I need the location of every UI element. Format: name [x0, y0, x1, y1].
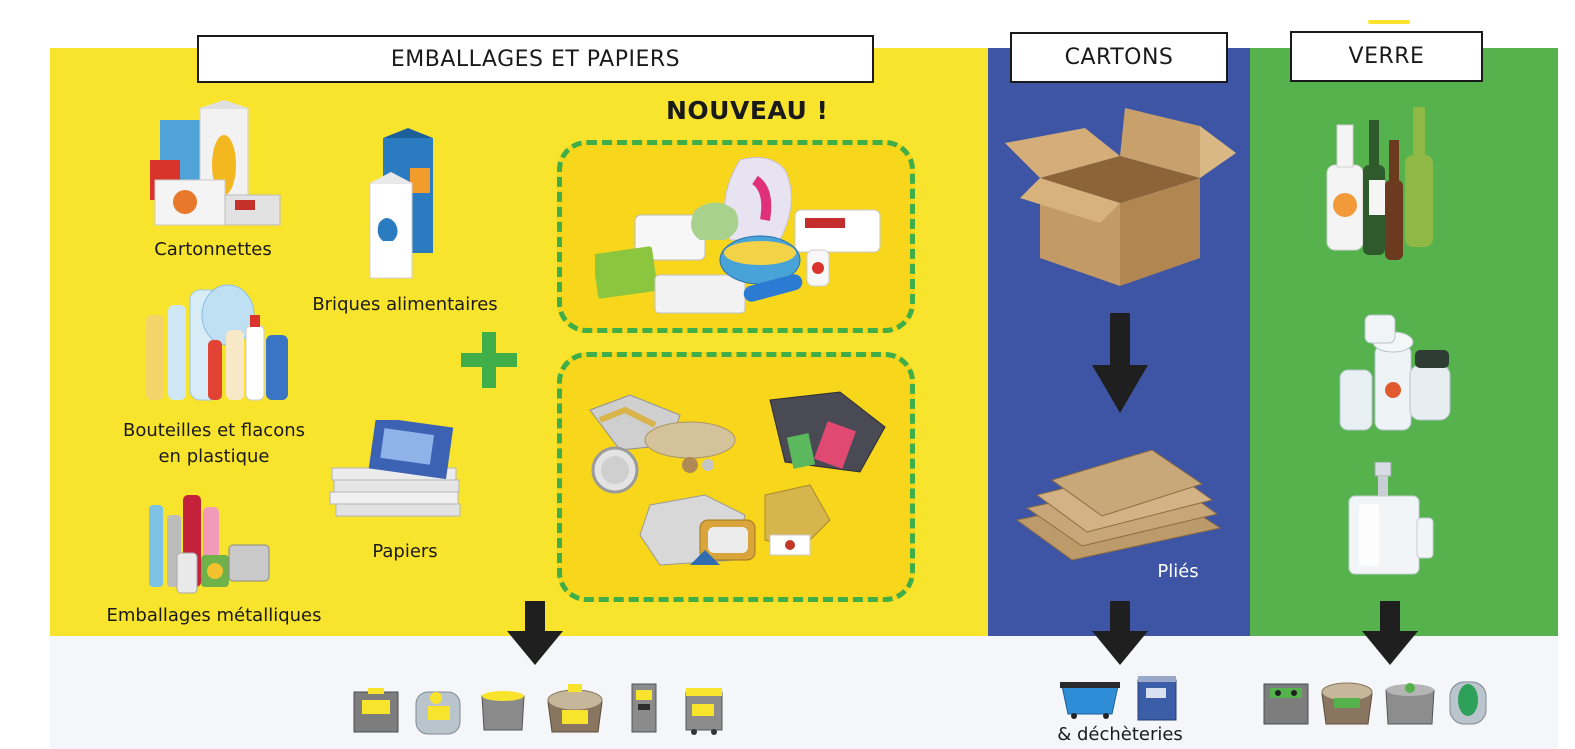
dumpster-icon [1060, 682, 1120, 719]
cartons-title: CARTONS [1010, 32, 1228, 83]
arrow-down-icon [1092, 601, 1148, 665]
verre-bocaux-illustration [1339, 314, 1451, 431]
container-icon [547, 684, 603, 733]
plies-label: Pliés [1157, 561, 1199, 582]
container-icon [1137, 676, 1177, 721]
bouteilles-illustration [146, 284, 288, 401]
cartonnettes-illustration [150, 100, 281, 226]
metalliques-label: Emballages métalliques [106, 605, 322, 626]
carton-box-illustration [1005, 108, 1236, 286]
cartonnettes-label: Cartonnettes [154, 239, 272, 260]
container-icon [1263, 683, 1309, 725]
nouveau-metal-films-illustration [589, 391, 886, 566]
arrow-down-icon [1362, 601, 1418, 665]
container-icon [1449, 681, 1487, 725]
papiers-illustration [329, 420, 461, 517]
container-icon [1321, 682, 1373, 725]
briques-illustration [369, 128, 433, 279]
emballages-title: EMBALLAGES ET PAPIERS [197, 35, 874, 83]
metalliques-illustration [149, 495, 270, 594]
arrow-down-icon [1092, 313, 1148, 413]
container-icon [353, 688, 399, 733]
arrow-down-icon [507, 601, 563, 665]
briques-label: Briques alimentaires [312, 294, 498, 315]
plus-icon [461, 332, 517, 388]
verre-title: VERRE [1290, 31, 1483, 82]
container-icon [685, 688, 723, 735]
container-icon [1385, 683, 1435, 725]
nouveau-films-pots-illustration [595, 157, 881, 314]
verre-flacon-illustration [1348, 462, 1434, 575]
top-accent [1368, 20, 1410, 24]
container-icon [481, 691, 525, 731]
decheteries-label: & déchèteries [1057, 724, 1183, 745]
carton-plies-illustration [1015, 450, 1222, 561]
verre-bouteilles-illustration [1326, 107, 1433, 260]
container-icon [415, 691, 461, 735]
bouteilles-label-line2: en plastique [158, 446, 270, 467]
bouteilles-label-line1: Bouteilles et flacons [123, 420, 305, 441]
nouveau-label: NOUVEAU ! [666, 96, 829, 125]
container-icon [631, 683, 657, 733]
papiers-label: Papiers [372, 541, 438, 562]
